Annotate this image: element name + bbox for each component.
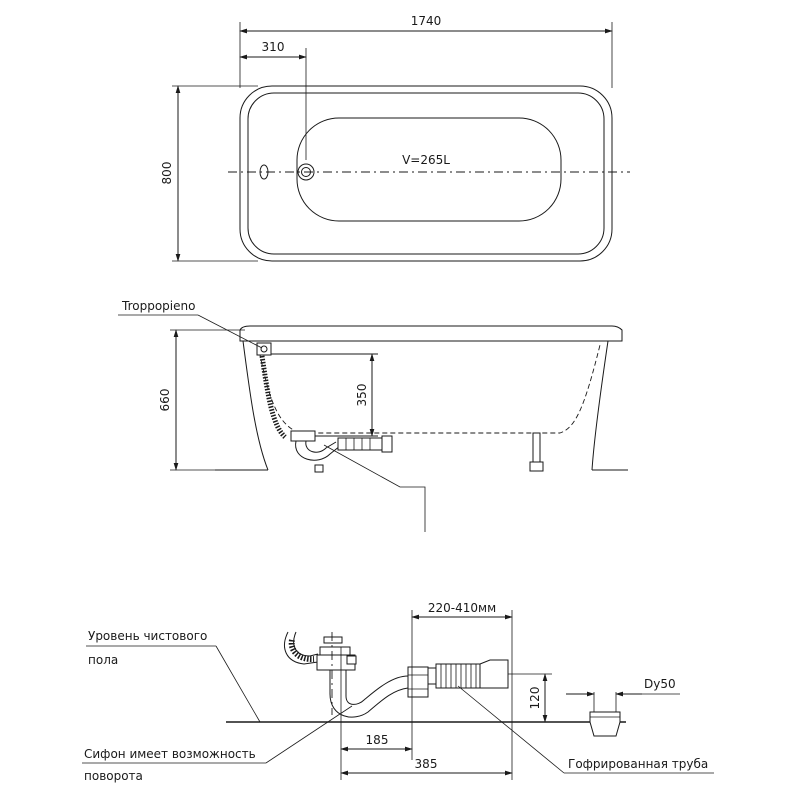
dimension-185: 185 [340,733,413,752]
side-siphon [290,430,393,473]
height-label: 660 [158,389,172,412]
overflow-height-label: 350 [355,384,369,407]
top-view: 1740 310 800 V=265L [160,14,630,262]
dimension-pipe-height: 120 [528,673,548,723]
drain-outer [297,163,315,181]
dimension-adjust-range: 220-410мм [411,601,513,620]
overflow-hole [259,164,269,180]
tub-inner-rim [247,92,605,255]
siphon-leader-line [323,444,426,532]
overflow-label: Troppopieno [121,299,195,313]
overflow-hose [259,355,287,439]
tub-leg [532,432,541,464]
overflow-callout: Troppopieno [118,299,263,349]
dim-385-label: 385 [415,757,438,771]
dimension-height: 660 [158,329,179,471]
skirt-right [591,340,609,471]
pipe-height-label: 120 [528,687,542,710]
overflow-hose-curve [284,631,319,665]
corrugated-callout: Гофрированная труба [457,685,714,774]
side-view: 660 350 [118,299,628,532]
dim-185-label: 185 [366,733,389,747]
floor-label-line2: пола [88,653,118,667]
trap-outlet-nut [407,666,429,698]
overflow-offset-label: 310 [262,40,285,54]
dimension-385: 385 [340,757,513,776]
dimension-length: 1740 [239,14,613,34]
dimension-width: 800 [160,85,181,262]
corrugated-label: Гофрированная труба [568,757,708,771]
tub-outer-rim [239,85,613,262]
volume-label: V=265L [402,153,450,167]
floor-level-callout: Уровень чистового пола [86,629,261,723]
rotation-callout: Сифон имеет возможность поворота [82,705,353,783]
drain-head [323,636,343,644]
siphon-detail: 220-410мм 120 Dy50 185 385 [82,601,714,783]
outlet-diameter-label: Dy50 [644,677,676,691]
tub-basin [296,117,562,222]
adjust-range-label: 220-410мм [428,601,496,615]
corrugated-pipe [427,659,509,689]
overflow-fitting [256,342,272,356]
length-label: 1740 [411,14,442,28]
dimension-overflow-offset: 310 [239,40,307,60]
skirt-left [242,340,269,471]
outlet-dy50: Dy50 [566,677,680,737]
width-label: 800 [160,162,174,185]
u-trap-outer [329,670,416,718]
floor-label-line1: Уровень чистового [88,629,207,643]
rotation-label-line2: поворота [84,769,143,783]
rotation-label-line1: Сифон имеет возможность [84,747,256,761]
u-trap-inner [345,670,416,705]
dimension-overflow-height: 350 [355,353,375,437]
basin-hidden-line [257,344,601,434]
drain-inner [301,167,311,177]
side-rim [239,325,623,342]
